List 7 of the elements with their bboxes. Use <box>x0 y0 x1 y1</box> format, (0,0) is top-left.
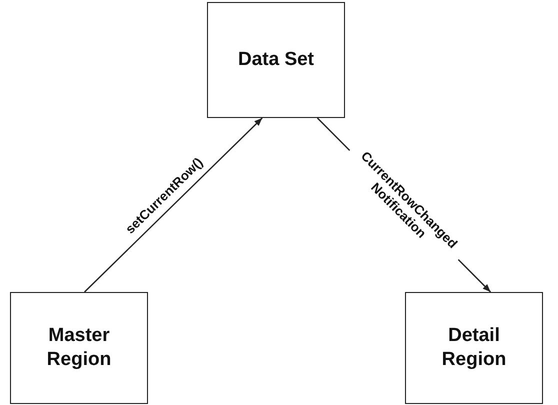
process-box <box>10 292 148 404</box>
box-label: Data Set <box>238 48 314 72</box>
box-label: Master Region <box>46 324 112 372</box>
arrow <box>84 118 263 292</box>
process-box <box>405 292 543 404</box>
box-label: Detail Region <box>440 324 508 372</box>
process-box <box>207 2 345 118</box>
